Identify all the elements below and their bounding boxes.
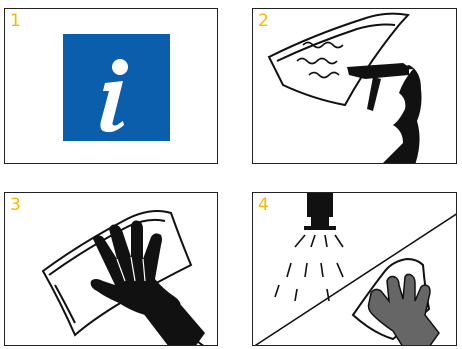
step-number: 4 xyxy=(258,194,269,216)
shower-icon xyxy=(304,193,336,230)
step-number: 2 xyxy=(258,10,269,32)
cloth-icon xyxy=(269,14,408,105)
info-illustration xyxy=(5,9,218,164)
water-spray-icon xyxy=(275,235,343,301)
step-panel-1: 1 xyxy=(4,8,218,164)
rinse-illustration xyxy=(253,193,457,346)
spray-illustration xyxy=(253,9,457,164)
step-panel-2: 2 xyxy=(252,8,457,164)
step-number: 1 xyxy=(10,10,21,32)
wipe-illustration xyxy=(5,193,218,346)
step-number: 3 xyxy=(10,194,21,216)
step-panel-3: 3 xyxy=(4,192,218,346)
step-panel-4: 4 xyxy=(252,192,457,346)
